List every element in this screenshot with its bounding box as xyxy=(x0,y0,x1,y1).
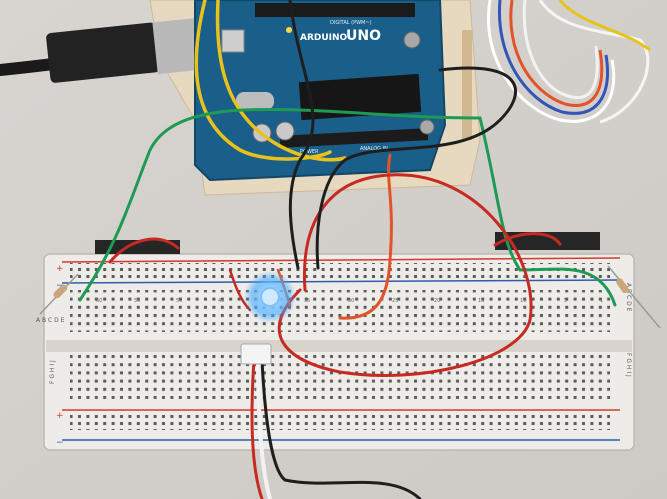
main-holes-bottom xyxy=(70,355,610,399)
wire-harness-white xyxy=(256,358,272,499)
wood-holes xyxy=(462,30,472,140)
row-letters-bottom-right: F G H I J xyxy=(625,353,632,377)
board-analog-label: ANALOG IN xyxy=(360,146,388,152)
wire-red-right xyxy=(493,232,562,247)
wire-black-2 xyxy=(315,66,517,270)
column-number: 30 xyxy=(348,298,354,304)
top-rail-red xyxy=(61,257,621,263)
wire-red-left xyxy=(108,237,180,264)
wire-yellow-2 xyxy=(215,0,347,162)
column-number: 45 xyxy=(218,298,224,304)
stand-left xyxy=(95,240,180,254)
wire-harness-black xyxy=(260,358,422,499)
stand-right xyxy=(495,232,600,250)
column-number: 25 xyxy=(392,298,398,304)
breadboard: + − + − A B C D E F G H I J A B C D E F … xyxy=(36,253,635,451)
column-number: 50 xyxy=(176,298,182,304)
column-number: 20 xyxy=(434,298,440,304)
top-rail-holes xyxy=(70,263,610,279)
atmega-chip xyxy=(298,73,422,121)
minus-top-left: − xyxy=(56,281,64,291)
wire-red-loop xyxy=(277,173,533,377)
capacitor-2 xyxy=(275,121,295,141)
white-connector xyxy=(240,343,272,365)
bottom-rail-holes xyxy=(70,414,610,430)
wires xyxy=(78,0,617,499)
screw-top xyxy=(403,31,421,49)
main-holes-top xyxy=(70,290,610,332)
resistor-right xyxy=(607,265,661,329)
crystal xyxy=(236,92,274,110)
wire-harness-red xyxy=(250,358,264,499)
column-number: 15 xyxy=(478,298,484,304)
board-header-label: DIGITAL (PWM~) xyxy=(330,20,372,26)
column-number: 35 xyxy=(304,298,310,304)
wire-black-1 xyxy=(288,0,315,270)
ribbon-wires xyxy=(487,0,651,124)
row-letters-bottom-left: F G H I J xyxy=(49,360,56,384)
center-channel xyxy=(46,340,632,352)
column-number: 5 xyxy=(564,298,567,304)
screw-bottom xyxy=(419,119,435,135)
column-number: 1 xyxy=(600,298,603,304)
power-analog-header xyxy=(279,128,429,148)
usb-plug xyxy=(46,22,160,83)
digital-header xyxy=(255,3,415,17)
column-number: 60 xyxy=(96,298,102,304)
plus-bottom-left: + xyxy=(56,411,64,421)
column-number: 55 xyxy=(134,298,140,304)
reset-button xyxy=(221,29,245,53)
board-led xyxy=(286,27,292,33)
minus-bottom-left: − xyxy=(56,438,64,448)
plus-top-left: + xyxy=(56,264,64,274)
resistor-left xyxy=(39,273,79,315)
board-power-label: POWER xyxy=(300,149,319,155)
row-letters-top-right: A B C D E xyxy=(625,283,632,312)
row-letters-top-left: A B C D E xyxy=(36,317,65,324)
led xyxy=(260,287,280,307)
usb-connector xyxy=(152,17,203,75)
column-number: 10 xyxy=(520,298,526,304)
column-number-row: 60 55 50 45 40 35 30 25 20 15 10 5 1 xyxy=(96,298,603,304)
board-brand: ARDUINO xyxy=(300,33,348,43)
board-model: UNO xyxy=(346,28,381,44)
